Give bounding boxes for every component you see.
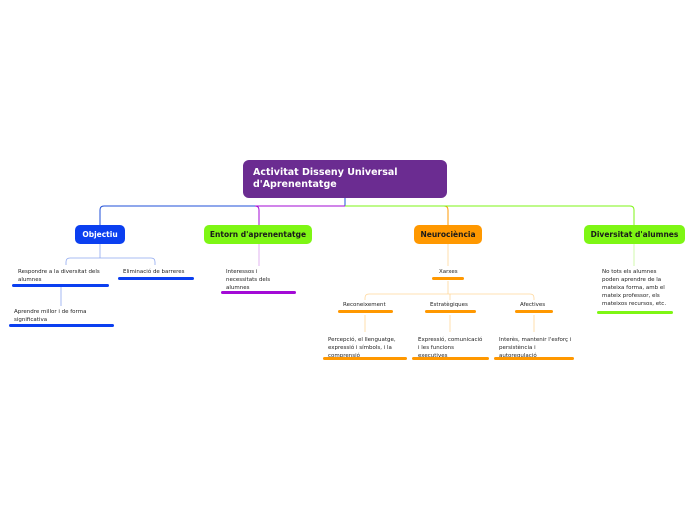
underline-no-tots	[597, 311, 673, 314]
central-topic-line1: Activitat Disseny Universal	[253, 167, 398, 178]
subtopic-estrategiques[interactable]: Estratègiques	[430, 302, 468, 308]
detail-expressio[interactable]: Expressió, comunicació i les funcions ex…	[418, 337, 483, 359]
link-types-details	[364, 315, 535, 332]
subtopic-interessos[interactable]: Interessos i necessitats dels alumnes	[226, 269, 271, 291]
topic-entorn[interactable]: Entorn d'aprenentatge	[204, 225, 312, 244]
subtopic-aprendre[interactable]: Aprendre millor i de forma significativa	[14, 309, 87, 323]
detail-percepcio[interactable]: Percepció, el llenguatge, expressió i sí…	[328, 337, 396, 359]
link-root-neuro	[345, 205, 449, 225]
link-root-objectiu	[99, 198, 346, 225]
underline-expressio	[412, 357, 489, 360]
subtopic-respondre[interactable]: Respondre a la diversitat dels alumnes	[18, 269, 100, 283]
topic-objectiu[interactable]: Objectiu	[75, 225, 125, 244]
underline-interessos	[221, 291, 296, 294]
link-xarxes-types	[364, 281, 535, 300]
link-root-diversitat	[345, 205, 635, 225]
central-topic-line2: d'Aprenentatge	[253, 179, 337, 190]
central-topic[interactable]: Activitat Disseny Universal d'Aprenentat…	[243, 160, 447, 198]
subtopic-xarxes[interactable]: Xarxes	[439, 269, 458, 275]
link-root-entorn	[254, 205, 345, 225]
underline-aprendre	[9, 324, 114, 327]
topic-diversitat[interactable]: Diversitat d'alumnes	[584, 225, 685, 244]
detail-interes[interactable]: Interès, mantenir l'esforç i persistènci…	[499, 337, 572, 359]
underline-interes	[494, 357, 574, 360]
underline-estrategiques	[425, 310, 476, 313]
subtopic-reconeixement[interactable]: Reconeixement	[343, 302, 386, 308]
subtopic-no-tots[interactable]: No tots els alumnes poden aprendre de la…	[602, 269, 667, 307]
underline-eliminacio	[118, 277, 194, 280]
underline-reconeixement	[338, 310, 393, 313]
underline-respondre	[12, 284, 109, 287]
underline-afectives	[515, 310, 553, 313]
subtopic-eliminacio[interactable]: Eliminació de barreres	[123, 269, 185, 275]
subtopic-afectives[interactable]: Afectives	[520, 302, 546, 308]
underline-xarxes	[432, 277, 464, 280]
topic-neurociencia[interactable]: Neurociència	[414, 225, 482, 244]
underline-percepcio	[323, 357, 407, 360]
link-objectiu-children	[65, 244, 156, 265]
